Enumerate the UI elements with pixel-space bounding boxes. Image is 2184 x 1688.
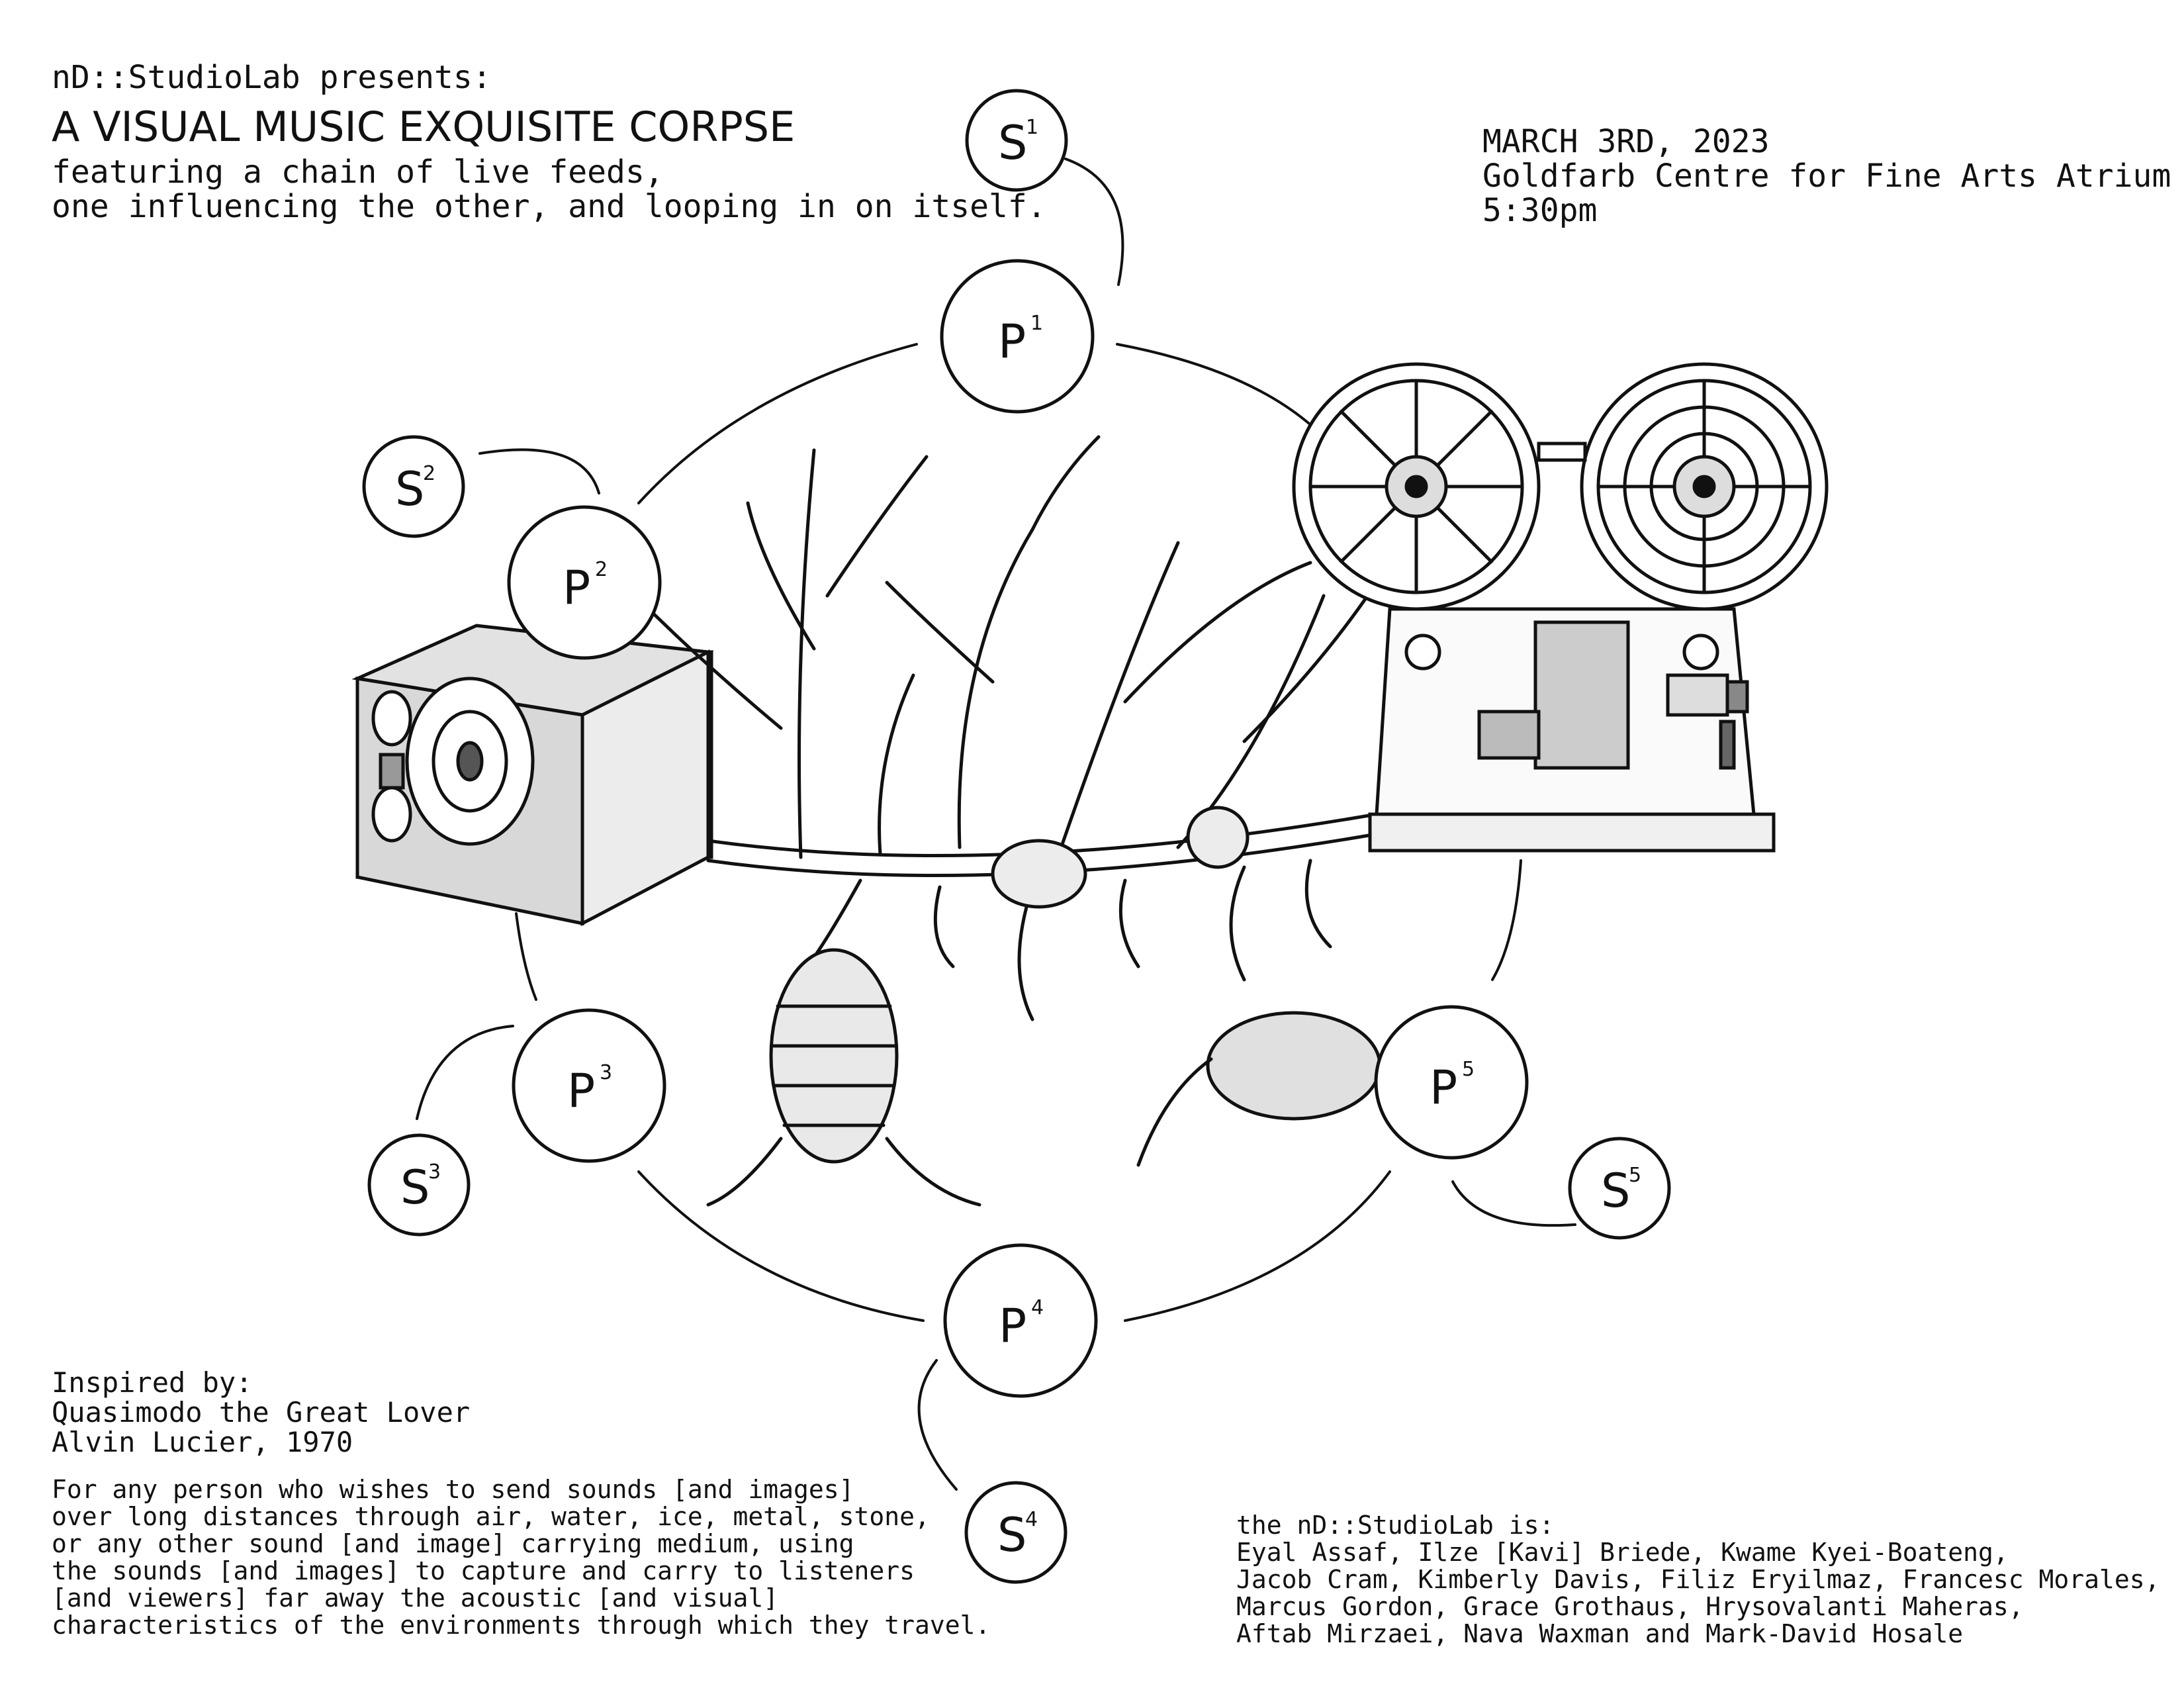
inspired-line: Alvin Lucier, 1970	[52, 1426, 353, 1458]
node-s5-index: 5	[1629, 1164, 1641, 1187]
performer-nodes: P 1 P 2 P 3 P 4 P 5	[507, 259, 1529, 1398]
node-p1: P 1	[940, 259, 1095, 414]
quote-line: or any other sound [and image] carrying …	[52, 1529, 854, 1558]
node-p2: P 2	[507, 505, 662, 660]
node-s1-index: 1	[1026, 116, 1038, 139]
s5-connector	[1451, 1180, 1576, 1227]
node-p3: P 3	[512, 1008, 666, 1163]
s4-connector	[917, 1359, 958, 1491]
loop-arc-p2-speaker	[1116, 343, 1325, 438]
lab-line: Eyal Assaf, Ilze [Kavi] Briede, Kwame Ky…	[1236, 1538, 2009, 1567]
node-s2-index: 2	[423, 462, 435, 485]
s1-connector	[1064, 158, 1124, 286]
node-s4-letter: S	[997, 1508, 1026, 1562]
node-s5: S 5	[1568, 1137, 1671, 1240]
speaker-illustration	[351, 624, 714, 927]
inspired-line: Quasimodo the Great Lover	[52, 1396, 471, 1429]
s2-connector	[478, 448, 600, 494]
node-s1: S 1	[965, 89, 1068, 192]
node-s3: S 3	[367, 1133, 471, 1237]
projector-illustration	[1292, 362, 1829, 853]
sound-nodes: S 1 S 2 S 3 S 4 S 5	[362, 89, 1671, 1584]
subtitle-line: one influencing the other, and looping i…	[52, 188, 1046, 225]
lab-members: the nD::StudioLab is:Eyal Assaf, Ilze [K…	[1236, 1512, 2160, 1648]
poster-subtitle: featuring a chain of live feeds,one infl…	[52, 155, 1046, 224]
quote-line: For any person who wishes to send sounds…	[52, 1475, 854, 1504]
loop-arc-right	[1491, 859, 1522, 981]
lab-line: Marcus Gordon, Grace Grothaus, Hrysovala…	[1236, 1592, 2024, 1621]
node-p5-letter: P	[1430, 1060, 1457, 1115]
node-p4-letter: P	[999, 1299, 1026, 1353]
quote-line: [and viewers] far away the acoustic [and…	[52, 1583, 779, 1613]
node-p3-letter: P	[567, 1064, 595, 1118]
node-s2-letter: S	[395, 462, 424, 516]
event-time: 5:30pm	[1482, 192, 1598, 229]
node-p4-index: 4	[1031, 1296, 1044, 1319]
node-s5-letter: S	[1601, 1164, 1630, 1218]
node-s3-index: 3	[428, 1160, 441, 1184]
lab-line: the nD::StudioLab is:	[1236, 1511, 1555, 1540]
event-date: MARCH 3RD, 2023	[1482, 123, 1770, 160]
node-s3-letter: S	[400, 1160, 430, 1215]
loop-arc-p4-p5	[1124, 1170, 1391, 1322]
node-s4: S 4	[964, 1481, 1068, 1584]
quote-line: the sounds [and images] to capture and c…	[52, 1556, 915, 1585]
node-s4-index: 4	[1025, 1508, 1038, 1531]
inspired-line: Inspired by:	[52, 1366, 253, 1399]
lucier-quote: For any person who wishes to send sounds…	[52, 1476, 990, 1639]
presenter-line: nD::StudioLab presents:	[52, 59, 492, 96]
node-s1-letter: S	[998, 116, 1027, 170]
loop-arc-p1-p2	[637, 343, 918, 504]
node-p2-letter: P	[563, 561, 590, 615]
s3-connector	[416, 1025, 514, 1120]
event-venue: Goldfarb Centre for Fine Arts Atrium	[1482, 158, 2171, 195]
subtitle-line: featuring a chain of live feeds,	[52, 154, 664, 191]
node-p4: P 4	[943, 1243, 1098, 1398]
roots-illustration	[633, 435, 1382, 1207]
node-p5: P 5	[1374, 1005, 1529, 1160]
quote-line: characteristics of the environments thro…	[52, 1611, 991, 1640]
node-p5-index: 5	[1462, 1058, 1475, 1081]
node-p2-index: 2	[595, 558, 608, 581]
poster-title: A VISUAL MUSIC EXQUISITE CORPSE	[52, 103, 796, 151]
quote-line: over long distances through air, water, …	[52, 1502, 930, 1531]
node-p3-index: 3	[600, 1061, 612, 1084]
node-p1-letter: P	[998, 314, 1026, 369]
loop-arc-left	[515, 912, 537, 1001]
node-s2: S 2	[362, 435, 465, 538]
lab-line: Aftab Mirzaei, Nava Waxman and Mark-Davi…	[1236, 1619, 1964, 1648]
node-p1-index: 1	[1030, 312, 1043, 335]
lab-line: Jacob Cram, Kimberly Davis, Filiz Eryilm…	[1236, 1565, 2160, 1594]
loop-arc-p3-p4	[637, 1170, 925, 1322]
